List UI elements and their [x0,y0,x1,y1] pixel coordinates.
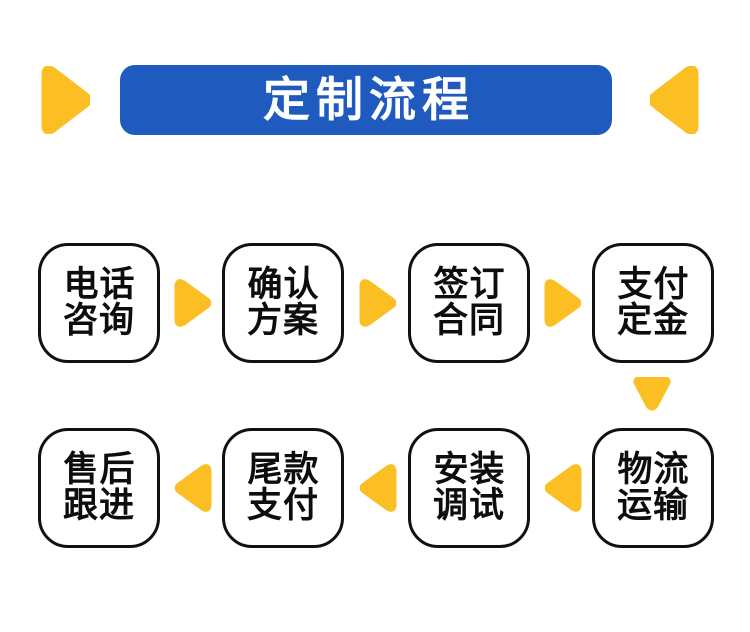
flow-step-label: 签订 合同 [432,264,506,341]
flow-step-confirm-plan[interactable]: 确认 方案 [222,243,344,363]
flow-step-phone-consultation[interactable]: 电话 咨询 [38,243,160,363]
flow-connector-triangle-right-icon [171,279,211,327]
flow-step-label: 售后 跟进 [62,449,136,526]
flow-step-final-payment[interactable]: 尾款 支付 [222,428,344,548]
page-title: 定制流程 [263,72,475,128]
triangle-left-icon [650,66,704,134]
flow-step-label: 支付 定金 [616,264,690,341]
header-banner: 定制流程 [120,65,612,135]
flow-step-logistics-transport[interactable]: 物流 运输 [592,428,714,548]
flow-step-installation-debugging[interactable]: 安装 调试 [408,428,530,548]
flow-step-pay-deposit[interactable]: 支付 定金 [592,243,714,363]
flow-connector-triangle-right-icon [541,279,581,327]
flow-connector-triangle-down-icon [631,377,673,413]
header-section: 定制流程 [0,60,750,140]
triangle-right-icon [36,66,90,134]
flow-connector-triangle-left-icon [175,464,215,512]
flow-step-label: 尾款 支付 [246,449,320,526]
flow-connector-triangle-right-icon [356,279,396,327]
flow-step-after-sales-followup[interactable]: 售后 跟进 [38,428,160,548]
flow-connector-triangle-left-icon [360,464,400,512]
flow-step-label: 安装 调试 [432,449,506,526]
flow-step-label: 确认 方案 [246,264,320,341]
flow-step-label: 物流 运输 [616,449,690,526]
flow-connector-triangle-left-icon [545,464,585,512]
flow-step-sign-contract[interactable]: 签订 合同 [408,243,530,363]
flow-step-label: 电话 咨询 [62,264,136,341]
